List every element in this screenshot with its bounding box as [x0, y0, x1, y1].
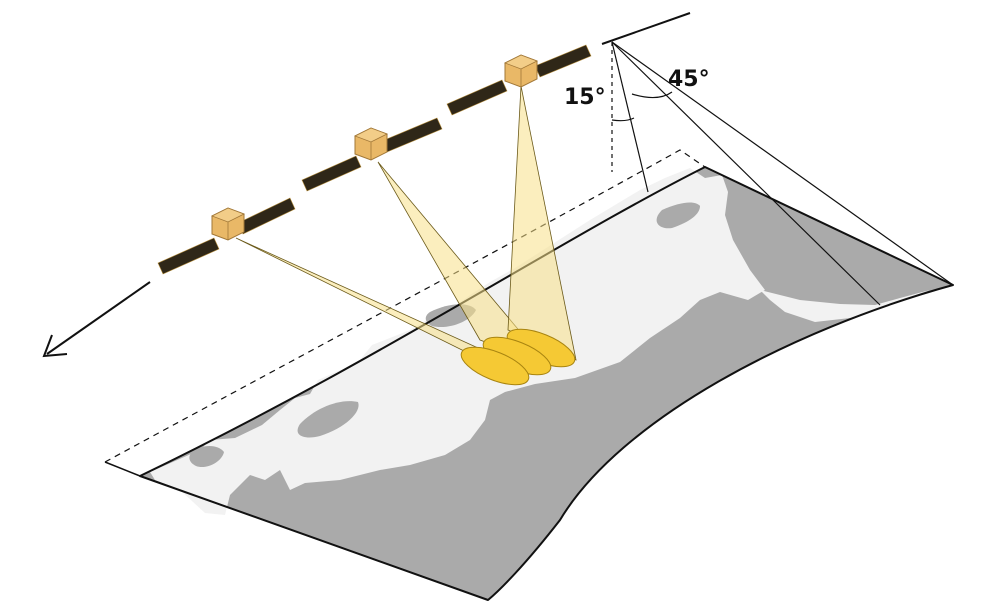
solar-panel-left [157, 237, 220, 275]
ground-lake-west [297, 401, 359, 438]
beam-satellite-3 [507, 85, 577, 361]
satellite-2 [301, 117, 443, 192]
orbit-track-line [601, 12, 691, 45]
angle-label-45: 45° [668, 67, 710, 92]
solar-panel-left [446, 79, 508, 116]
ground-edge [139, 166, 954, 601]
arrow-left-down-icon [42, 281, 151, 358]
dashed-boundary [104, 149, 706, 463]
beam-footprints [460, 328, 576, 386]
satellite-body-top [354, 127, 388, 143]
fifteen-degree-line [611, 41, 649, 193]
ground-island-north [656, 202, 700, 229]
radar-beams [235, 85, 577, 368]
solar-panel-left [301, 155, 362, 192]
solar-panel-right [534, 44, 592, 78]
footprint-1 [460, 346, 530, 386]
solar-panel-right [381, 117, 443, 153]
satellite-body-top [211, 207, 245, 223]
forty-five-degree-line [611, 41, 881, 306]
ground-lake-small [189, 446, 224, 468]
solar-panel-right [237, 197, 296, 235]
satellite-3 [446, 44, 592, 116]
ground-land-east [760, 290, 930, 322]
satellite-1 [157, 197, 296, 275]
angle-label-15: 15° [564, 85, 606, 110]
near-edge-line [104, 461, 141, 477]
fifteen-degree-arc [611, 117, 635, 122]
satellite-body-top [504, 54, 538, 70]
forty-five-degree-arc [631, 91, 673, 99]
incidence-angle-lines: 15° 45° [564, 12, 954, 306]
swath-boundaries [104, 149, 706, 477]
outer-swath-line [611, 41, 954, 286]
